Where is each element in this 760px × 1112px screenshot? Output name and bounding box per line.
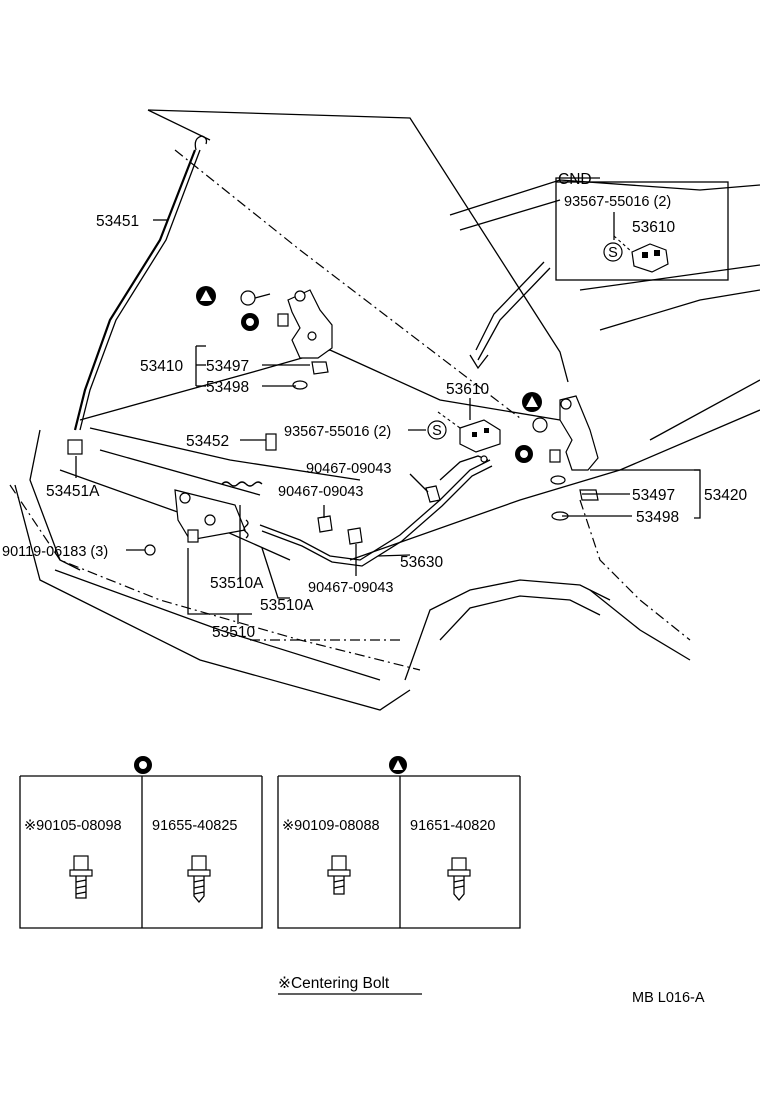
bolt-triangle-right <box>532 417 548 433</box>
cnd-inset-lock <box>613 235 669 273</box>
label-53497-left: 53497 <box>206 358 249 375</box>
label-90467-c: 90467-09043 <box>308 580 393 596</box>
footnote-centering-bolt: ※Centering Bolt <box>278 975 390 992</box>
label-53510: 53510 <box>212 624 255 641</box>
leader-lines <box>75 212 701 624</box>
hood-support-rod <box>67 135 208 455</box>
label-53420: 53420 <box>704 487 747 504</box>
label-53497-right: 53497 <box>632 487 675 504</box>
latch-spring-a <box>221 481 263 487</box>
s-mark-text: S <box>432 423 442 439</box>
symbol-marks: S S <box>196 242 623 463</box>
s-mark-cnd <box>603 242 623 262</box>
label-53510A-b: 53510A <box>260 597 314 614</box>
hinge-part-53497-left <box>311 361 329 375</box>
part-labels: 53451 53451A 53410 53497 53498 53452 901… <box>2 171 747 641</box>
label-53451: 53451 <box>96 213 139 230</box>
label-53410: 53410 <box>140 358 183 375</box>
cnd-inset-box <box>555 181 729 281</box>
bolt-part-triangle-1: ※90109-08088 <box>282 818 380 834</box>
label-53498-left: 53498 <box>206 379 249 396</box>
s-mark <box>427 420 447 440</box>
hood-latch-53510 <box>144 433 277 556</box>
label-90467-a: 90467-09043 <box>306 461 391 477</box>
hood-lock <box>437 411 501 453</box>
label-93567: 93567-55016 (2) <box>284 424 391 440</box>
bolt-table-triangle: ※90109-08088 91651-40820 <box>277 756 521 929</box>
latch-spring-b <box>243 519 249 539</box>
support-53452 <box>265 433 277 451</box>
diagram-code: MB L016-A <box>632 990 705 1006</box>
label-53451A: 53451A <box>46 483 100 500</box>
bolt-circle-left <box>277 313 289 327</box>
label-90467-b: 90467-09043 <box>278 484 363 500</box>
bolt-part-circle-1: ※90105-08098 <box>24 818 122 834</box>
clamp-90467-c <box>347 527 363 545</box>
label-cnd-53610: 53610 <box>632 219 675 236</box>
clamp-90467-a <box>425 485 441 503</box>
bolt-icon-triangle-1 <box>327 855 351 895</box>
bolt-icon-circle-2 <box>187 855 211 904</box>
label-53452: 53452 <box>186 433 229 450</box>
rod-holder-53451A <box>67 439 83 455</box>
hinge-part-53498-left <box>292 380 308 390</box>
label-cnd-93567: 93567-55016 (2) <box>564 194 671 210</box>
label-53630: 53630 <box>400 554 443 571</box>
car-body-outline <box>9 109 760 711</box>
right-hood-hinge <box>532 395 599 521</box>
bolt-table-circle: ※90105-08098 91655-40825 <box>19 756 263 929</box>
label-cnd: CND <box>558 171 592 188</box>
label-53510A-a: 53510A <box>210 575 264 592</box>
s-mark-cnd-text: S <box>608 245 618 261</box>
hinge-part-53497-right <box>579 489 599 501</box>
bolt-icon-triangle-2 <box>447 857 471 902</box>
label-90119: 90119-06183 (3) <box>2 544 108 560</box>
label-53498-right: 53498 <box>636 509 679 526</box>
bolt-part-triangle-2: 91651-40820 <box>410 818 495 834</box>
left-hood-hinge <box>240 289 333 390</box>
bolt-circle-right <box>549 449 561 463</box>
release-cable <box>259 455 493 567</box>
clamp-90467-b <box>317 515 333 533</box>
bolt-part-circle-2: 91655-40825 <box>152 818 237 834</box>
bolt-90119 <box>144 544 156 556</box>
label-53610: 53610 <box>446 381 489 398</box>
bolt-triangle-left <box>240 290 256 306</box>
bolt-icon-circle-1 <box>69 855 93 899</box>
